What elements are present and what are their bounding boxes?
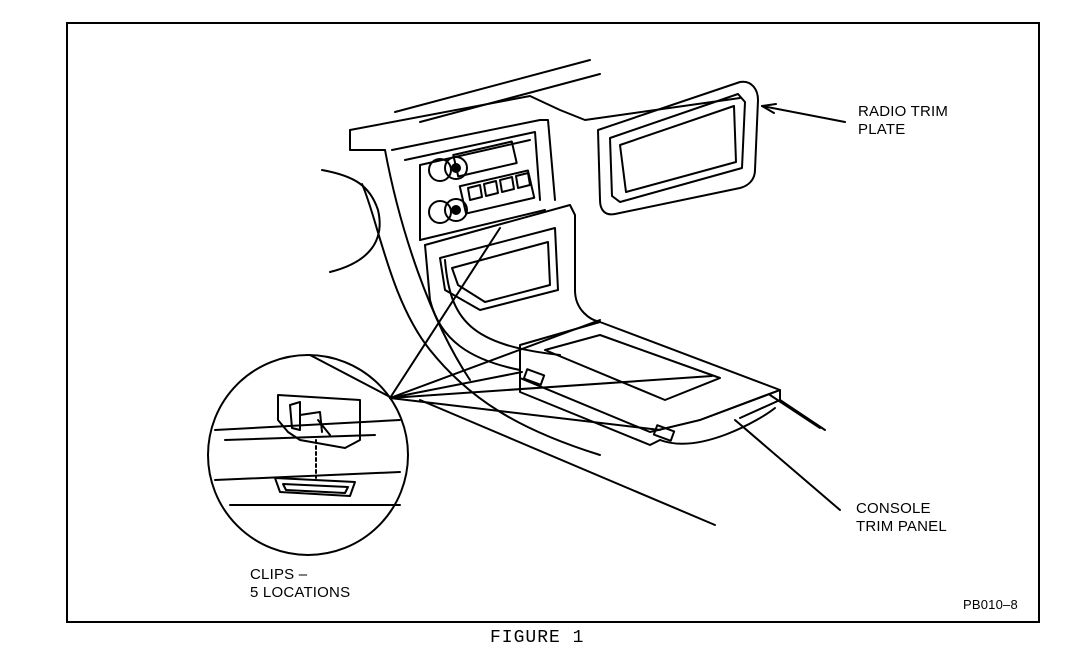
center-stack (391, 119, 556, 241)
figure-caption: FIGURE 1 (490, 628, 585, 648)
leader-lines (389, 103, 846, 511)
figure-frame (66, 22, 1040, 623)
clip-detail-circle (207, 354, 409, 556)
label-part-code: PB010–8 (963, 597, 1018, 612)
console-housing (419, 204, 826, 526)
label-radio-trim-plate: RADIO TRIM PLATE (858, 103, 949, 138)
label-clips: CLIPS – 5 LOCATIONS (250, 566, 351, 601)
dashboard-outline (321, 59, 741, 456)
radio-trim-plate-shape (597, 80, 759, 216)
label-console-trim-panel: CONSOLE TRIM PANEL (856, 500, 947, 535)
